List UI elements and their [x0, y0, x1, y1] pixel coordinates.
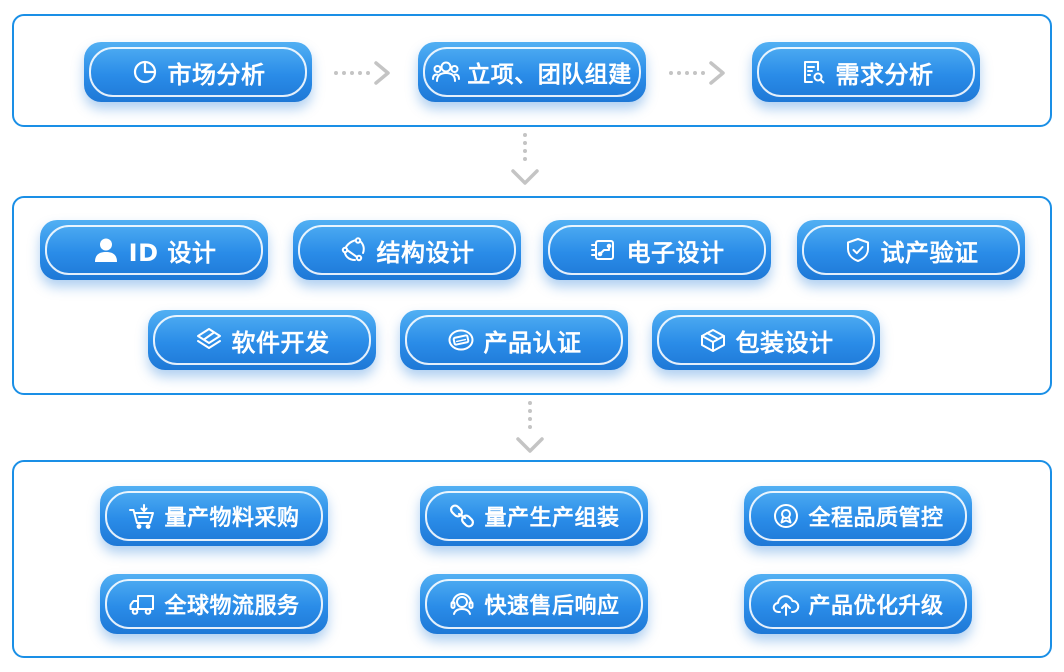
shopping-cart-icon — [128, 502, 156, 530]
link-icon — [448, 502, 476, 530]
arrow-down-2 — [516, 401, 544, 453]
after-sales-button[interactable]: 快速售后响应 — [420, 574, 648, 634]
arrow-right-1 — [334, 61, 390, 85]
production-assembly-label: 量产生产组装 — [484, 506, 620, 531]
global-logistics-button[interactable]: 全球物流服务 — [100, 574, 328, 634]
structure-design-label: 结构设计 — [376, 238, 475, 267]
package-box-icon — [699, 326, 727, 354]
packaging-design-label: 包装设计 — [735, 328, 834, 357]
trial-production-label: 试产验证 — [880, 238, 979, 267]
arrow-down-1 — [511, 133, 539, 185]
market-analysis-button[interactable]: 市场分析 — [84, 42, 312, 102]
after-sales-label: 快速售后响应 — [484, 594, 620, 619]
id-design-button[interactable]: ID 设计 — [40, 220, 268, 280]
requirement-analysis-button[interactable]: 需求分析 — [752, 42, 980, 102]
market-analysis-label: 市场分析 — [167, 60, 266, 89]
headset-icon — [448, 590, 476, 618]
electronic-design-button[interactable]: 电子设计 — [543, 220, 771, 280]
award-icon — [772, 502, 800, 530]
software-development-button[interactable]: 软件开发 — [148, 310, 376, 370]
software-development-label: 软件开发 — [231, 328, 330, 357]
material-procurement-label: 量产物料采购 — [164, 506, 300, 531]
team-icon — [432, 58, 461, 86]
shield-check-icon — [844, 236, 872, 264]
electronic-design-label: 电子设计 — [626, 238, 725, 267]
product-certification-label: 产品认证 — [483, 328, 582, 357]
quality-control-label: 全程品质管控 — [808, 506, 944, 531]
product-upgrade-button[interactable]: 产品优化升级 — [744, 574, 972, 634]
production-assembly-button[interactable]: 量产生产组装 — [420, 486, 648, 546]
document-search-icon — [799, 58, 827, 86]
requirement-analysis-label: 需求分析 — [835, 60, 934, 89]
user-icon — [92, 236, 120, 264]
structure-icon — [340, 236, 368, 264]
material-procurement-button[interactable]: 量产物料采购 — [100, 486, 328, 546]
truck-icon — [128, 590, 156, 618]
structure-design-button[interactable]: 结构设计 — [293, 220, 521, 280]
certified-stamp-icon — [447, 326, 475, 354]
layers-icon — [195, 326, 223, 354]
arrow-right-2 — [669, 61, 725, 85]
packaging-design-button[interactable]: 包装设计 — [652, 310, 880, 370]
product-upgrade-label: 产品优化升级 — [808, 594, 944, 619]
pie-chart-icon — [131, 58, 159, 86]
trial-production-button[interactable]: 试产验证 — [797, 220, 1025, 280]
global-logistics-label: 全球物流服务 — [164, 594, 300, 619]
circuit-board-icon — [590, 236, 618, 264]
project-team-button[interactable]: 立项、团队组建 — [418, 42, 646, 102]
id-design-label: ID 设计 — [128, 238, 217, 267]
cloud-upload-icon — [772, 590, 800, 618]
project-team-label: 立项、团队组建 — [467, 62, 632, 88]
product-certification-button[interactable]: 产品认证 — [400, 310, 628, 370]
quality-control-button[interactable]: 全程品质管控 — [744, 486, 972, 546]
